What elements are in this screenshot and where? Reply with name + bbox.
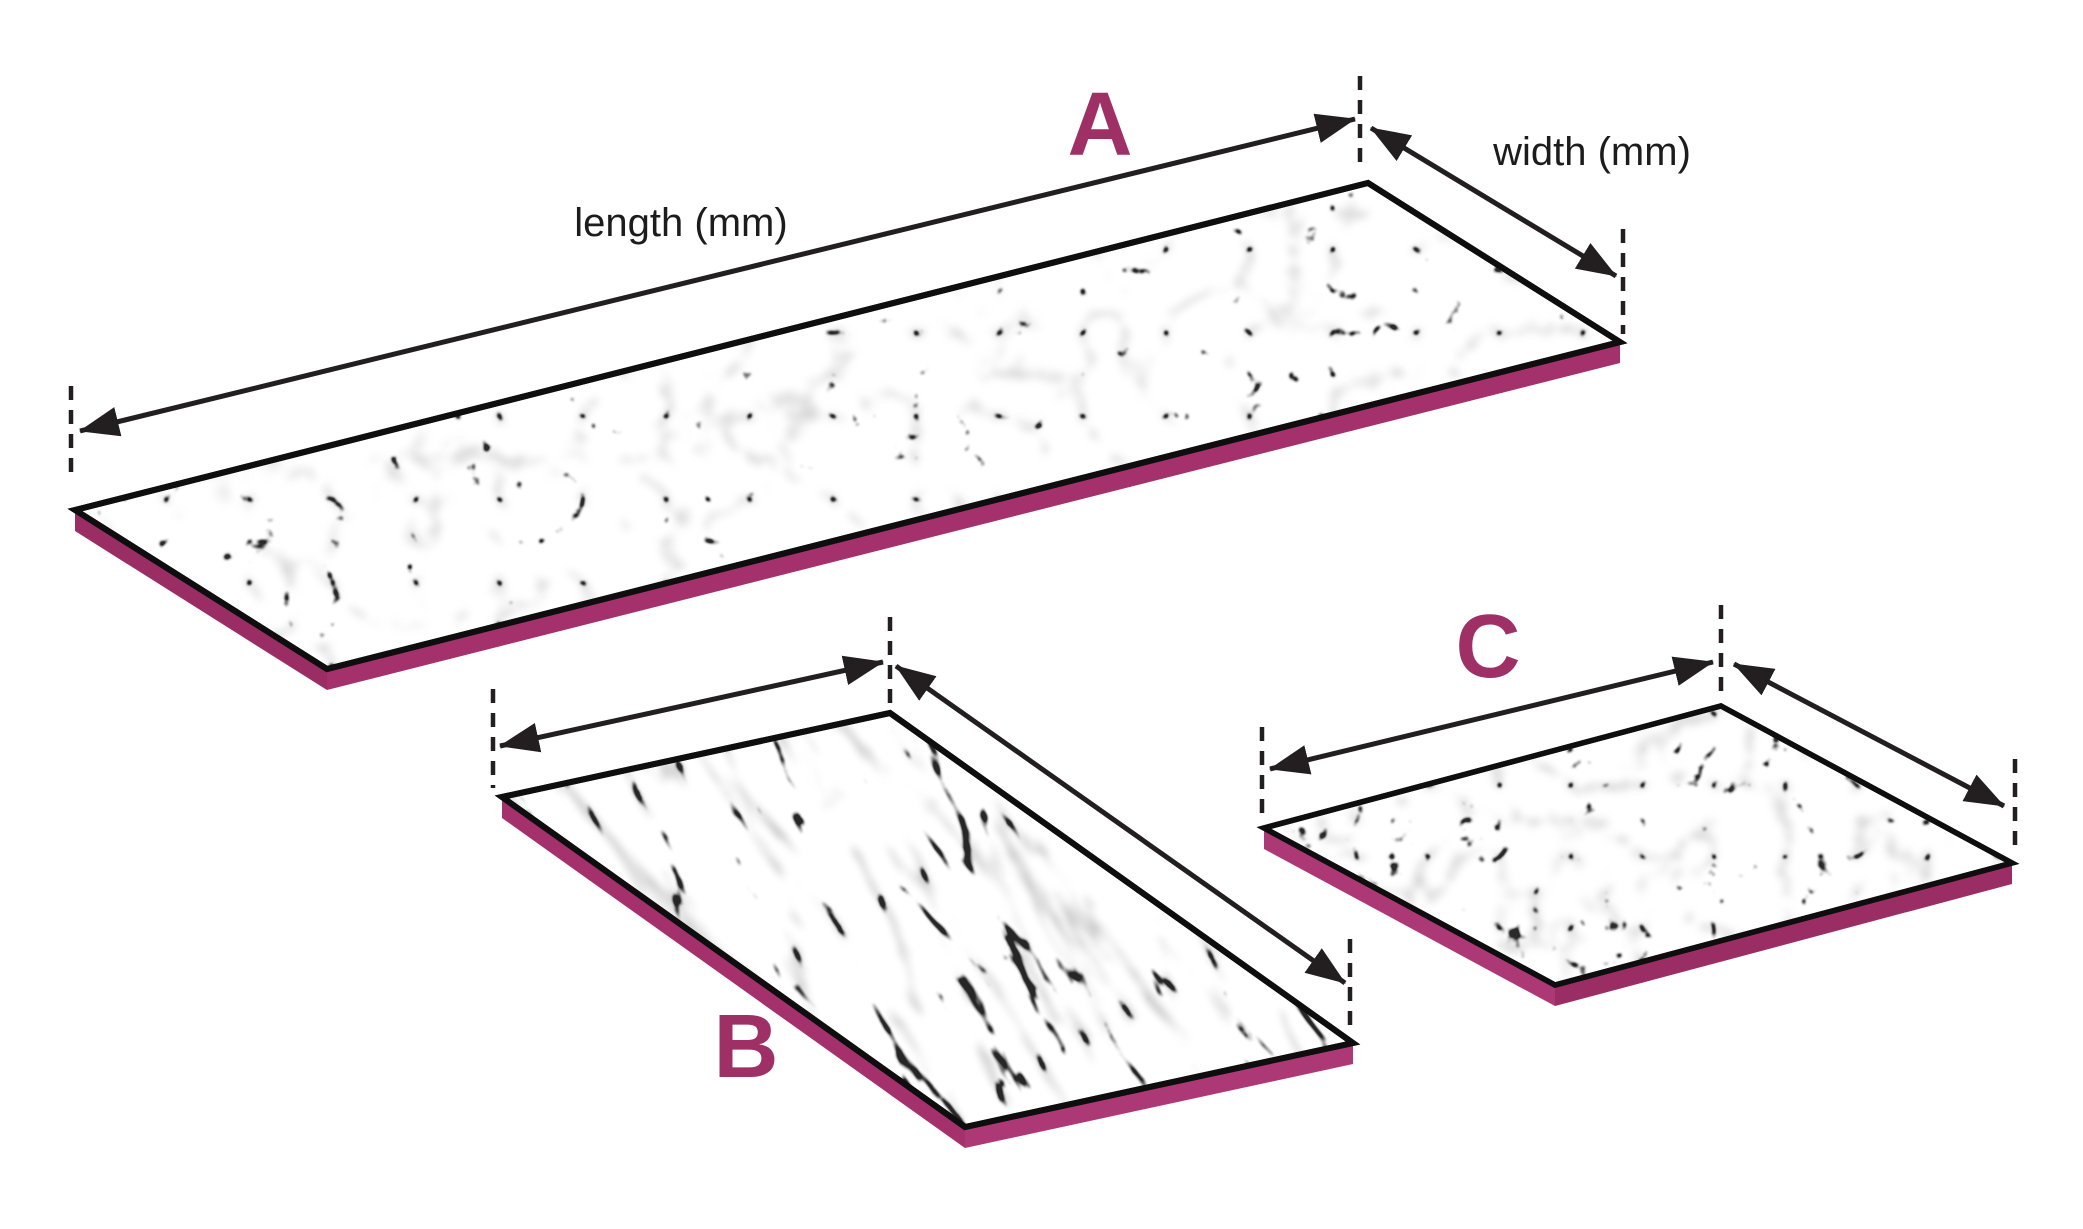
slab-c-label: C	[1456, 597, 1521, 697]
slab-b-left-edge-face	[502, 797, 965, 1148]
dimension-arrows	[79, 113, 2006, 986]
width-dimension-label: width (mm)	[1492, 130, 1691, 174]
slab-b-bottom-edge-face	[965, 1043, 1353, 1148]
slab-letter-labels: A B C	[714, 75, 1521, 1097]
slab-c-top-face-outline	[1256, 703, 2020, 988]
width-arrow-a	[1369, 125, 1618, 279]
slab-c-front-edge-face	[1555, 863, 2012, 1006]
slab-a-left-edge-face	[75, 510, 327, 690]
length-arrow-b	[894, 663, 1347, 986]
width-arrow-c	[1732, 661, 2006, 809]
width-arrow-b	[499, 655, 884, 753]
length-dimension-label: length (mm)	[574, 201, 787, 245]
slab-a-label: A	[1068, 75, 1133, 175]
length-arrow-c	[1269, 656, 1714, 775]
slab-b-label: B	[714, 997, 779, 1097]
length-arrow-a	[79, 113, 1356, 437]
